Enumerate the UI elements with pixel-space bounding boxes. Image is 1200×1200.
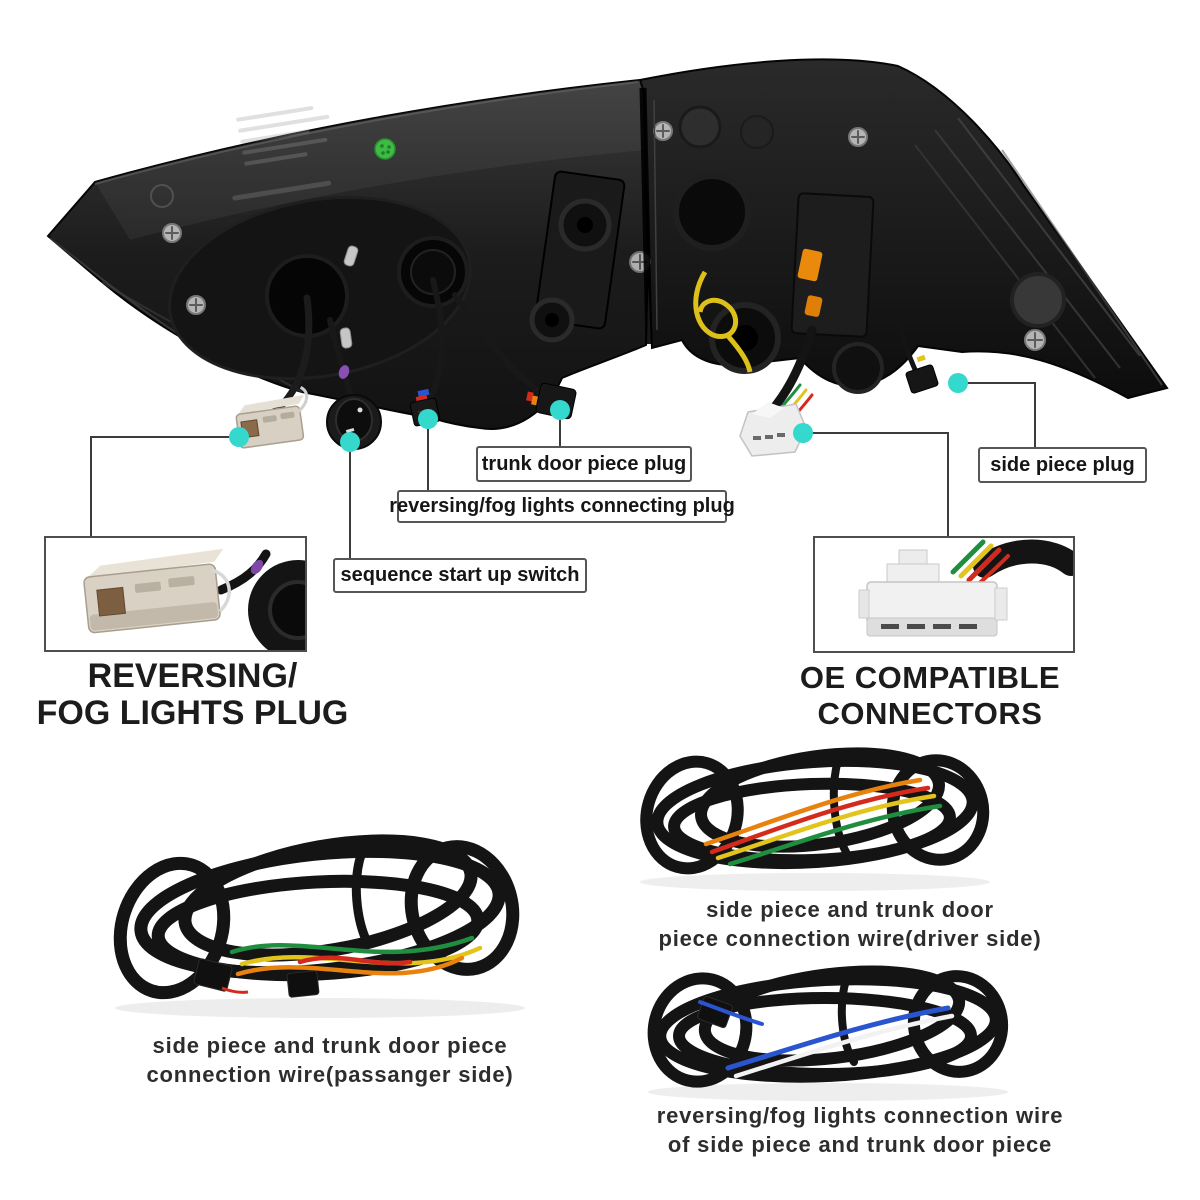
caption-line: of side piece and trunk door piece: [667, 1131, 1053, 1157]
housing-markings: [150, 106, 332, 208]
tail-light-assembly-illustration: [46, 58, 1169, 457]
purple-band: [338, 365, 350, 379]
rocker-switch: [326, 394, 382, 450]
beige-plug-body: [83, 548, 231, 634]
harness-connector: [286, 970, 320, 998]
driver-wire-coil: [640, 747, 990, 891]
callout-trunk-door-piece-plug: trunk door piece plug: [476, 446, 692, 482]
fin-ribs: [914, 117, 1163, 386]
reversing-wire-coil: [647, 965, 1009, 1101]
side-piece-plug-connector: [905, 354, 939, 394]
connector-marker-dot: [340, 432, 360, 452]
connector-marker-dot: [418, 409, 438, 429]
callout-reversing-fog-connecting-plug: reversing/fog lights connecting plug: [389, 490, 735, 523]
harness-connector: [193, 958, 233, 992]
junction-bracket: [529, 87, 658, 345]
callout-sequence-start-up-switch: sequence start up switch: [333, 558, 587, 593]
caption-line: piece connection wire(driver side): [658, 925, 1042, 951]
passenger-wire-coil: [113, 834, 525, 1018]
fog-plug-connector: [235, 386, 309, 449]
top-edge-highlight: [94, 81, 639, 185]
caption-driver-side-wire: side piece and trunk door piece connecti…: [630, 896, 1070, 953]
white-plug-body: [858, 549, 1008, 637]
amber-reflector: [797, 248, 823, 282]
connector-marker-dot: [793, 423, 813, 443]
caption-line: side piece and trunk door: [706, 897, 994, 922]
gasket-plate: [168, 195, 472, 381]
callout-line: [90, 436, 239, 536]
oe-connector-closeup: [858, 539, 1073, 637]
oe-connector-white: [739, 402, 807, 457]
bulb-socket: [832, 342, 884, 394]
colored-strands: [703, 777, 943, 867]
side-housing-details: [673, 105, 1163, 394]
caption-line: connection wire(passanger side): [146, 1061, 514, 1087]
heading-reversing-fog-lights-plug: REVERSING/ FOG LIGHTS PLUG: [20, 658, 365, 731]
heading-oe-compatible-connectors: OE COMPATIBLE CONNECTORS: [799, 660, 1061, 731]
fin-grommet: [1010, 272, 1066, 328]
amber-reflector: [804, 295, 823, 317]
inset-oe-connector-photo: [813, 536, 1075, 653]
connector-marker-dot: [229, 427, 249, 447]
callout-line: [803, 432, 949, 536]
callout-line: [958, 382, 1036, 447]
green-qc-dot: [374, 138, 396, 160]
reversing-fog-plug-closeup: [83, 548, 305, 650]
yellow-wire: [693, 270, 739, 339]
connector-marker-dot: [550, 400, 570, 420]
callout-lines: [90, 382, 1036, 558]
colored-strands: [698, 1000, 955, 1079]
purple-band: [250, 559, 264, 575]
heading-line: FOG LIGHTS PLUG: [36, 693, 349, 732]
caption-line: reversing/fog lights connection wire: [656, 1103, 1064, 1128]
colored-strands: [229, 935, 483, 977]
bulb-opening: [673, 173, 751, 251]
yellow-wire: [726, 334, 753, 373]
connector-markers: [229, 373, 968, 452]
mounting-stud: [343, 245, 359, 267]
caption-reversing-fog-wire: reversing/fog lights connection wire of …: [615, 1102, 1105, 1159]
caption-passenger-side-wire: side piece and trunk door piece connecti…: [100, 1032, 560, 1089]
connector-marker-dot: [948, 373, 968, 393]
heading-line: REVERSING/: [87, 657, 298, 695]
lens-sheen: [95, 80, 646, 240]
caption-line: side piece and trunk door piece: [152, 1033, 508, 1058]
callout-side-piece-plug: side piece plug: [978, 447, 1147, 483]
mounting-stud: [339, 327, 353, 349]
inset-reversing-fog-plug-photo: [44, 536, 307, 652]
